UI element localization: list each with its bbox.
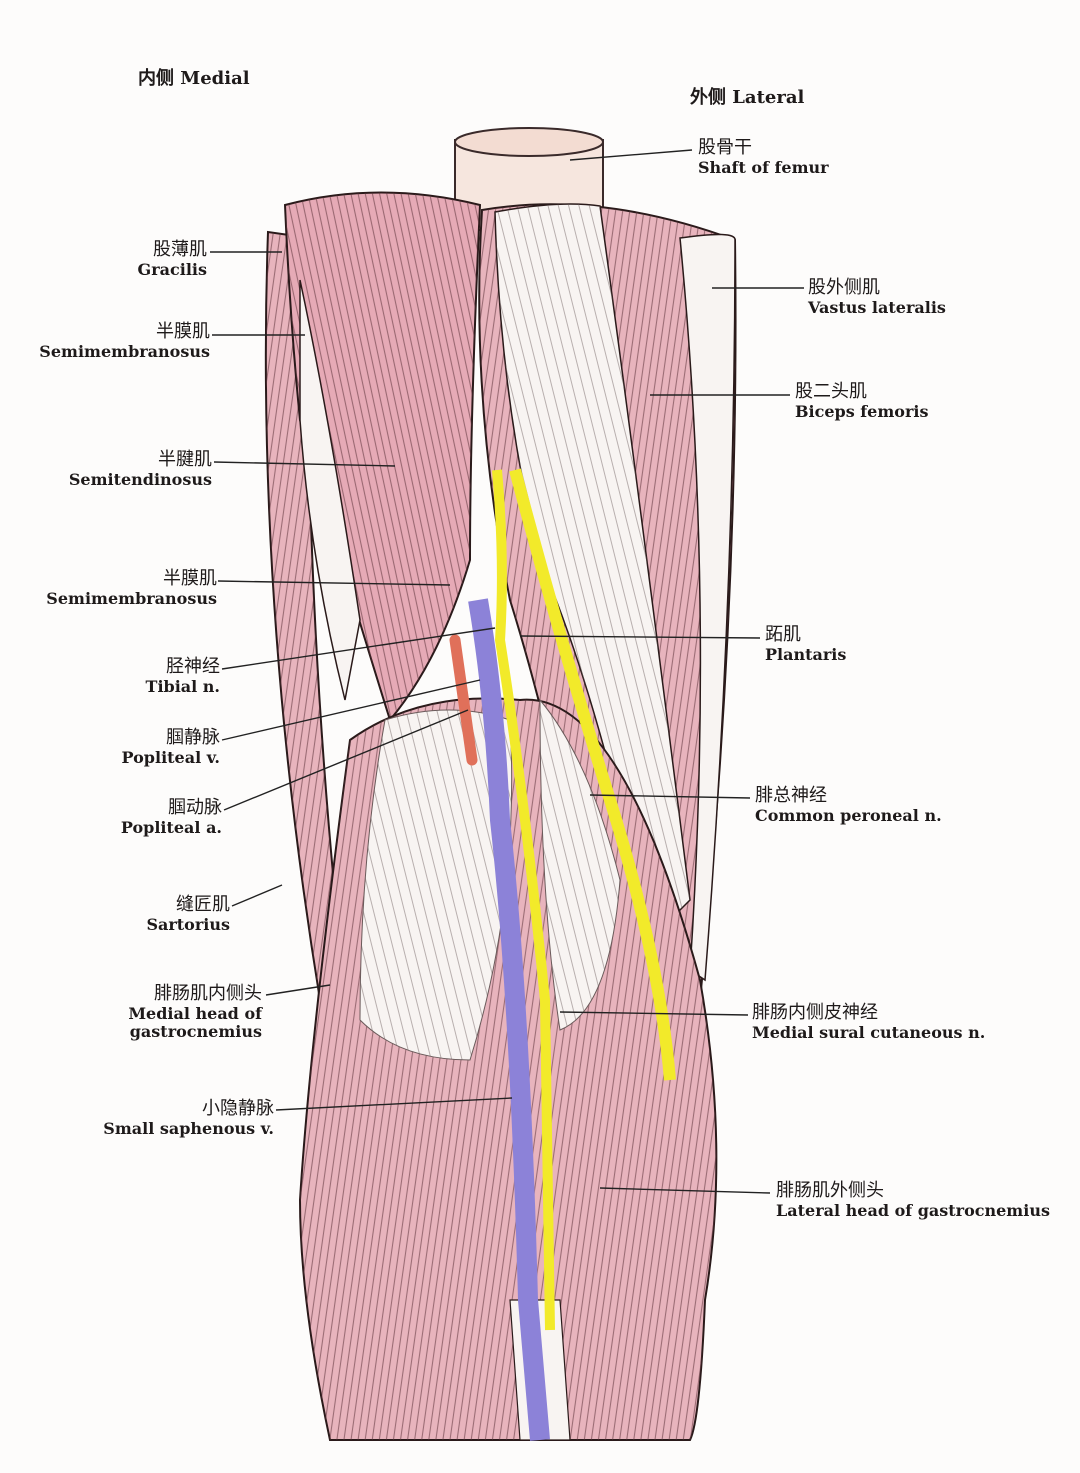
popliteal-vein <box>468 598 550 1441</box>
label-cn: 半膜肌 <box>163 568 217 589</box>
label-en: Popliteal a. <box>120 817 222 837</box>
gastrocnemius <box>298 697 718 1441</box>
label-cn: 缝匠肌 <box>176 894 230 915</box>
label-cn: 股外侧肌 <box>808 277 880 298</box>
label-cn: 股骨干 <box>698 137 752 158</box>
label-en: Gracilis <box>137 259 207 279</box>
label-en: Medial head of gastrocnemius <box>128 1003 262 1042</box>
popliteal-artery <box>449 634 478 766</box>
label-cn: 半膜肌 <box>156 321 210 342</box>
leader-lines <box>210 149 804 1194</box>
label-en: Biceps femoris <box>795 401 929 421</box>
medial-header: 内侧 Medial <box>138 68 250 89</box>
label-cn: 腓肠肌外侧头 <box>776 1180 884 1201</box>
label-en: Lateral head of gastrocnemius <box>776 1200 1050 1220</box>
label-en: Medial sural cutaneous n. <box>752 1022 986 1042</box>
label-cn: 胫神经 <box>166 656 220 677</box>
label-cn: 腓总神经 <box>755 785 827 806</box>
label-cn: 腓肠内侧皮神经 <box>752 1002 878 1023</box>
label-cn: 半腱肌 <box>158 449 212 470</box>
tibial-nerve <box>492 469 555 1331</box>
label-en: Plantaris <box>765 644 847 664</box>
label-en: Common peroneal n. <box>755 805 942 825</box>
label-cn: 股二头肌 <box>795 381 867 402</box>
label-en: Tibial n. <box>145 676 220 696</box>
label-en: Sartorius <box>146 914 230 934</box>
medial-hamstrings <box>283 191 482 723</box>
lateral-thigh-muscles <box>478 203 737 1002</box>
label-cn: 腘静脉 <box>166 727 220 748</box>
label-cn: 腘动脉 <box>168 797 222 818</box>
label-en: Small saphenous v. <box>103 1118 274 1138</box>
label-en: Semimembranosus <box>39 341 210 361</box>
label-en: Shaft of femur <box>698 157 829 177</box>
label-cn: 跖肌 <box>765 624 801 645</box>
label-en: Semitendinosus <box>68 469 212 489</box>
label-cn: 股薄肌 <box>153 239 207 260</box>
label-en: Popliteal v. <box>121 747 220 767</box>
common-peroneal-nerve <box>509 468 676 1081</box>
label-cn: 小隐静脉 <box>202 1098 274 1119</box>
label-en: Semimembranosus <box>46 588 217 608</box>
lateral-header: 外侧 Lateral <box>690 87 805 108</box>
label-en: Vastus lateralis <box>808 297 946 317</box>
label-cn: 腓肠肌内侧头 <box>154 983 262 1004</box>
